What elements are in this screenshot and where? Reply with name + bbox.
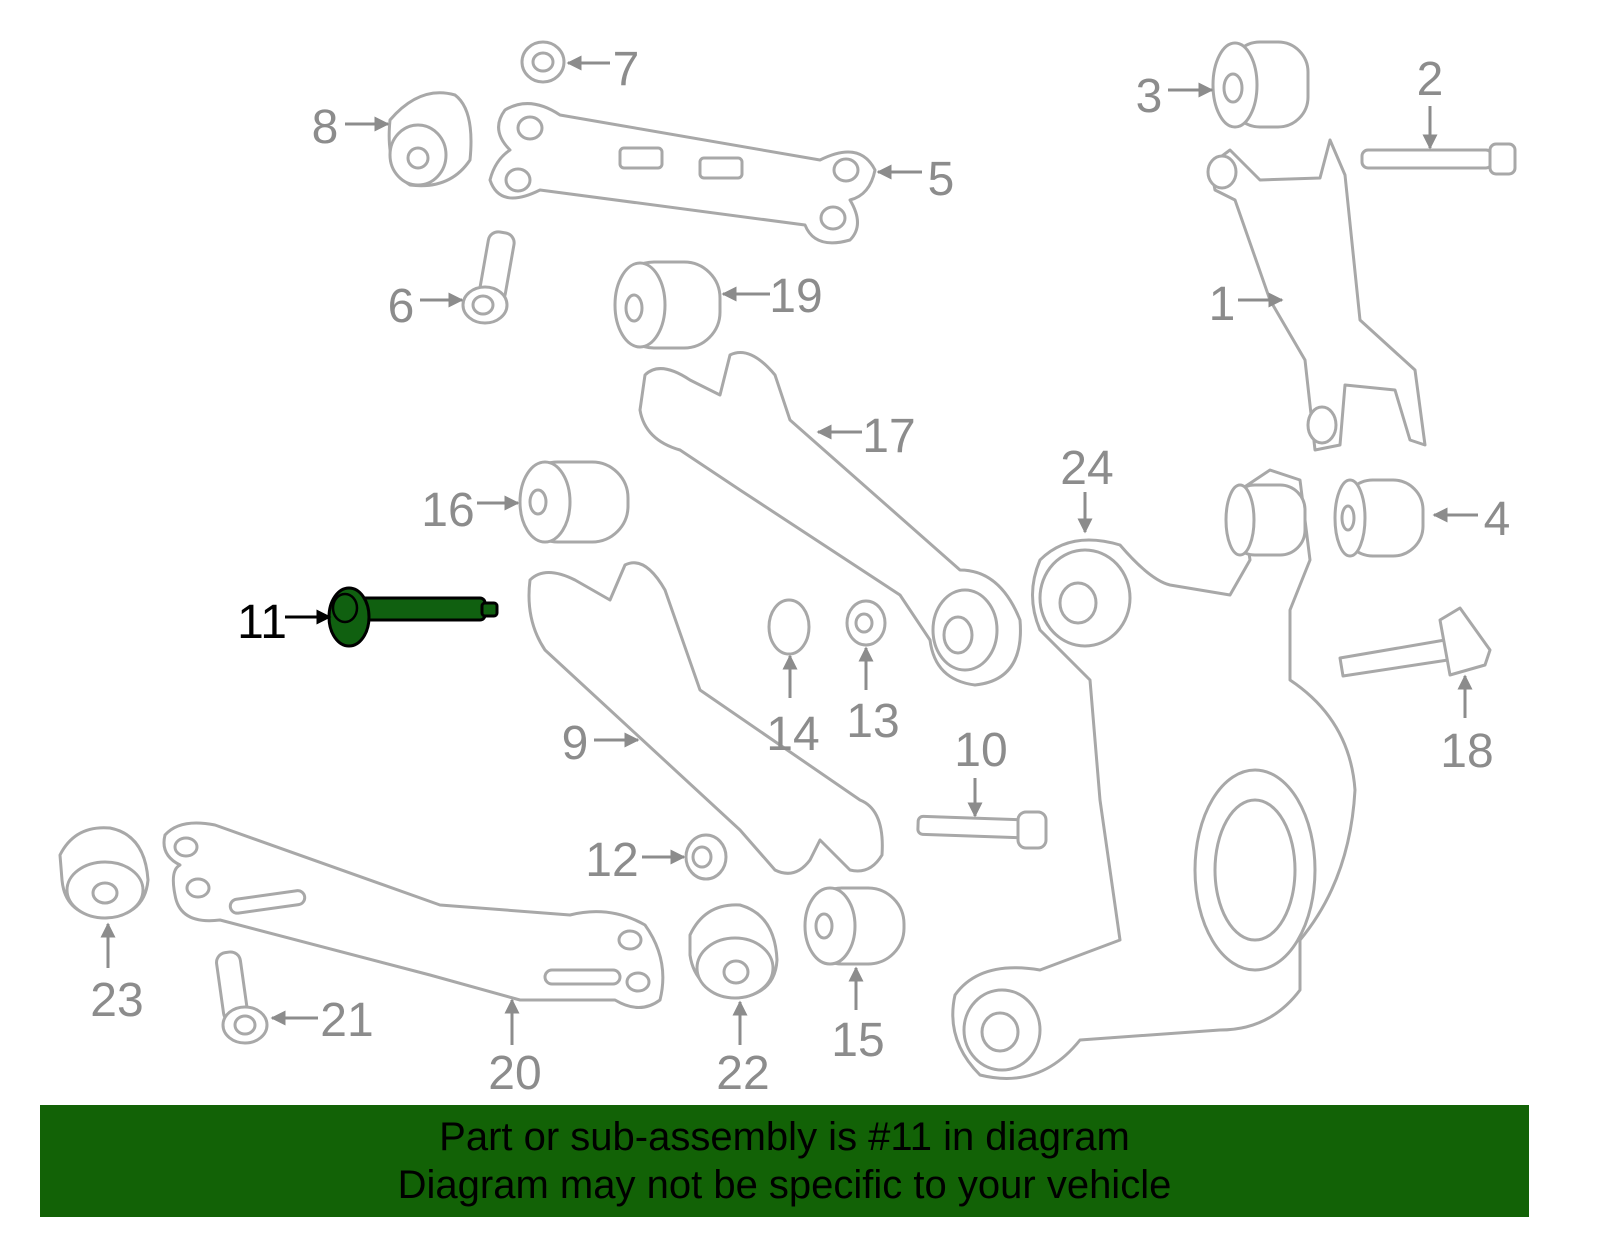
callout-11: 11	[237, 596, 287, 649]
part-9-control-arm[interactable]	[527, 561, 884, 875]
callout-5: 5	[928, 153, 955, 206]
part-17-control-arm[interactable]	[638, 351, 1022, 687]
callout-1: 1	[1209, 278, 1236, 331]
callout-10: 10	[954, 724, 1007, 777]
part-23-bushing[interactable]	[58, 826, 150, 920]
callout-9: 9	[562, 717, 589, 770]
part-16-bushing[interactable]	[518, 460, 630, 544]
part-4-bushing[interactable]	[1333, 478, 1425, 558]
callout-22: 22	[716, 1047, 769, 1100]
part-24-knuckle[interactable]	[951, 468, 1357, 1080]
callout-15: 15	[831, 1014, 884, 1067]
part-5-control-arm[interactable]	[488, 102, 877, 245]
part-3-bushing[interactable]	[1211, 40, 1310, 129]
part-8-bushing[interactable]	[387, 91, 473, 188]
callout-23: 23	[90, 974, 143, 1027]
part-12-nut[interactable]	[684, 833, 728, 881]
callout-4: 4	[1484, 493, 1511, 546]
callout-20: 20	[488, 1047, 541, 1100]
part-6-bolt[interactable]	[461, 230, 516, 325]
part-7-nut[interactable]	[520, 40, 566, 84]
part-15-bushing[interactable]	[803, 886, 906, 966]
part-11-bolt-highlighted[interactable]	[327, 586, 499, 648]
callout-16: 16	[421, 484, 474, 537]
callout-19: 19	[769, 270, 822, 323]
banner-line-1: Part or sub-assembly is #11 in diagram	[439, 1115, 1130, 1159]
part-20-control-arm[interactable]	[162, 821, 665, 1009]
callout-14: 14	[766, 708, 819, 761]
callout-21: 21	[320, 994, 373, 1047]
callout-7: 7	[613, 43, 640, 96]
banner-line-2: Diagram may not be specific to your vehi…	[397, 1163, 1172, 1207]
callout-arrows	[100, 55, 1478, 1045]
callout-12: 12	[585, 834, 638, 887]
callout-17: 17	[862, 410, 915, 463]
callout-13: 13	[846, 695, 899, 748]
part-10-bolt[interactable]	[916, 810, 1048, 850]
part-14-ring[interactable]	[767, 598, 811, 656]
callout-3: 3	[1136, 70, 1163, 123]
callout-8: 8	[312, 101, 339, 154]
part-18-bolt[interactable]	[1338, 606, 1492, 678]
callout-24: 24	[1060, 442, 1113, 495]
part-2-bolt[interactable]	[1360, 142, 1517, 176]
part-19-bushing[interactable]	[613, 260, 722, 350]
callout-2: 2	[1417, 53, 1444, 106]
callout-6: 6	[388, 280, 415, 333]
part-22-bushing[interactable]	[688, 903, 779, 1000]
part-1-link[interactable]	[1206, 138, 1427, 452]
part-13-nut[interactable]	[845, 599, 887, 647]
info-banner: Part or sub-assembly is #11 in diagram D…	[40, 1105, 1529, 1217]
part-21-bolt[interactable]	[215, 950, 269, 1045]
callout-18: 18	[1440, 725, 1493, 778]
